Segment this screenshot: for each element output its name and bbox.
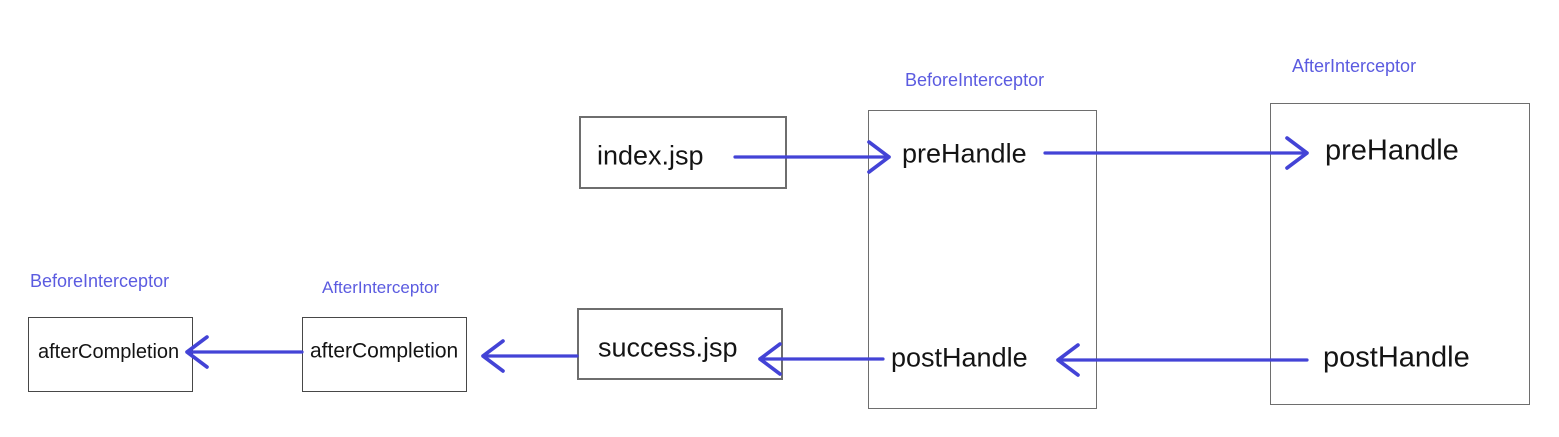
before-prehandle-text: preHandle <box>902 138 1027 169</box>
before-interceptor-completion-label: BeforeInterceptor <box>30 271 170 291</box>
success-jsp-box <box>577 308 783 380</box>
after-interceptor-box <box>1270 103 1530 405</box>
after-interceptor-request-label: AfterInterceptor <box>1292 56 1417 76</box>
after-aftercompletion-text: afterCompletion <box>310 339 459 363</box>
after-aftercompletion-box <box>302 317 467 392</box>
arrow-successjsp-to-after-aftercompletion <box>481 339 579 373</box>
before-interceptor-request-label: BeforeInterceptor <box>905 70 1045 90</box>
arrow-after-aftercompletion-to-before-aftercompletion <box>185 335 304 369</box>
before-posthandle-text: postHandle <box>891 342 1028 373</box>
index-jsp-box <box>579 116 787 189</box>
success-jsp-text: success.jsp <box>598 332 738 363</box>
after-posthandle-text: postHandle <box>1323 341 1470 374</box>
arrow-successjsp-to-after-aftercompletion-head-icon <box>481 339 505 373</box>
before-aftercompletion-box <box>28 317 193 392</box>
after-interceptor-completion-label: AfterInterceptor <box>322 278 440 297</box>
before-aftercompletion-text: afterCompletion <box>38 341 180 363</box>
after-prehandle-text: preHandle <box>1325 134 1459 167</box>
index-jsp-text: index.jsp <box>597 140 704 171</box>
